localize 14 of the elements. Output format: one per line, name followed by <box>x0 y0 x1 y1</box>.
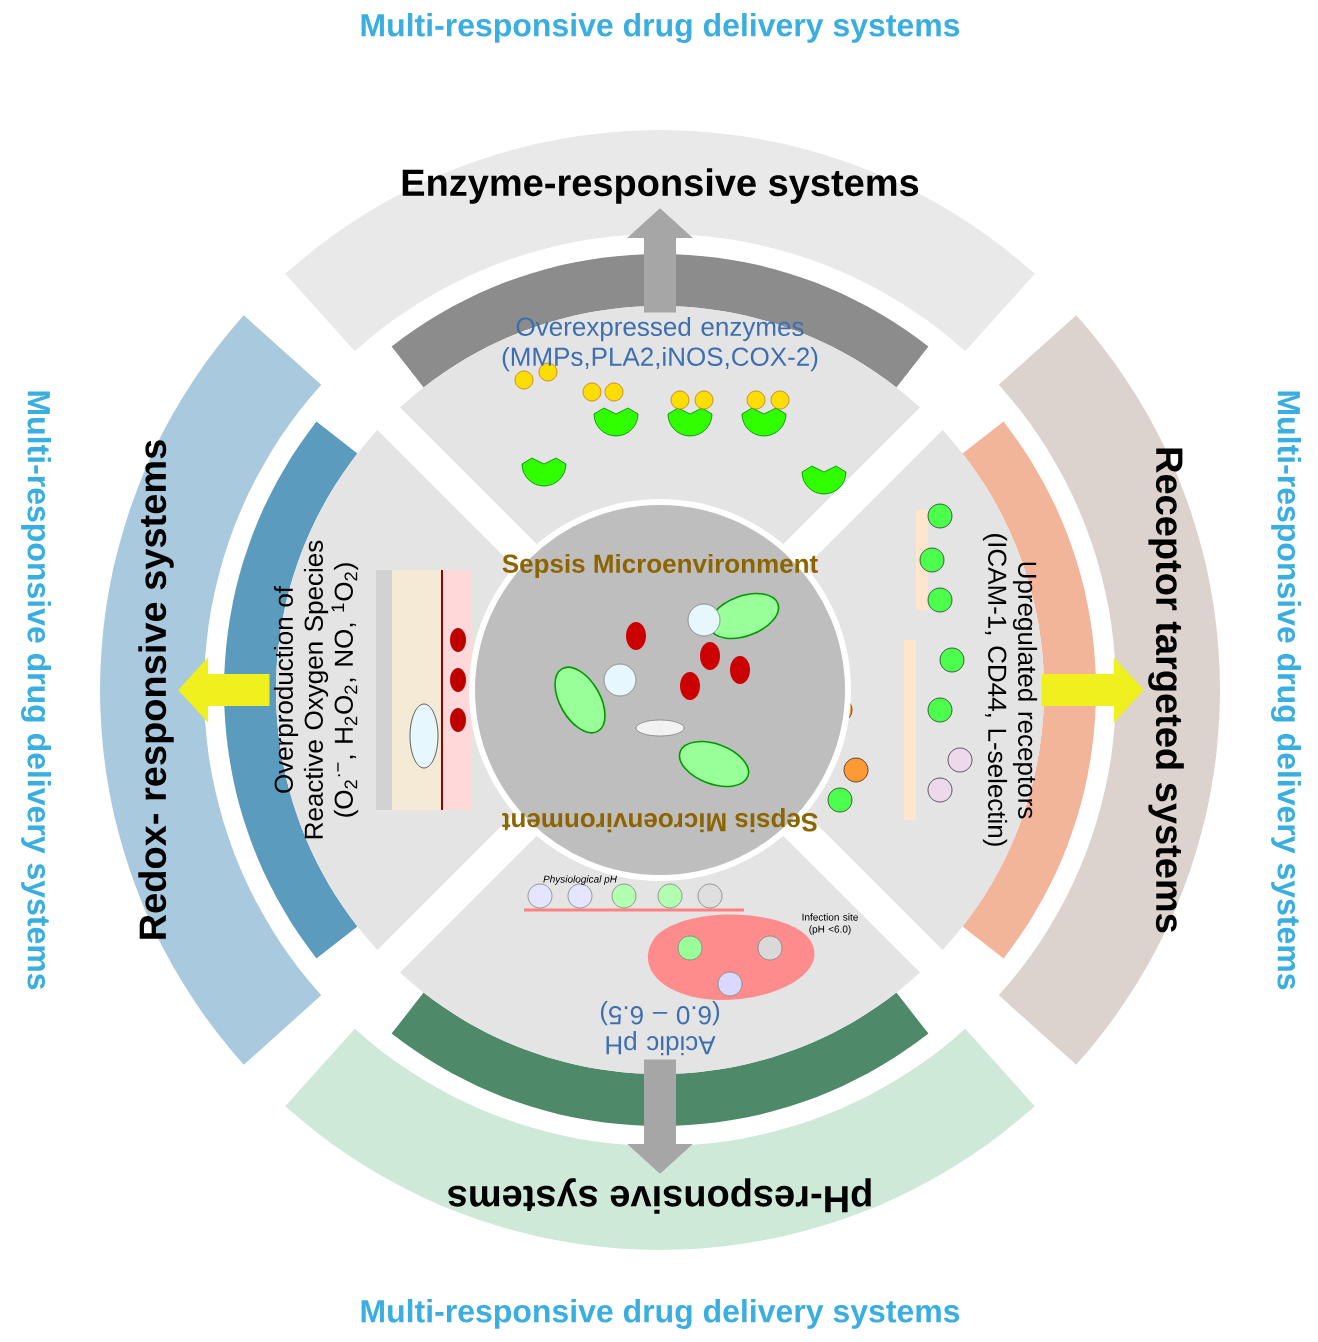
system-label: Receptor targeted systems <box>1148 448 1184 933</box>
side-title: Multi-responsive drug delivery systems <box>361 13 960 43</box>
system-label: Enzyme-responsive systems <box>402 168 919 204</box>
side-title: Multi-responsive drug delivery systems <box>1271 391 1301 990</box>
system-label: pH-responsive systems <box>448 1178 871 1214</box>
stimulus-label: Overexpressed enzymes (MMPs,PLA2,iNOS,COX-2) <box>502 316 818 372</box>
circle-title: Sepsis Microenvironment <box>502 807 818 833</box>
stimulus-label: Acidic pH (6.0 – 6.5) <box>600 1000 720 1056</box>
center-circle <box>469 499 851 881</box>
stimulus-label: Upregulated receptors (ICAM-1, CD44, L-selectin) <box>982 534 1038 846</box>
system-label: Redox- responsive systems <box>138 440 174 939</box>
circle-title: Sepsis Microenvironment <box>502 553 818 579</box>
side-title: Multi-responsive drug delivery systems <box>361 1299 960 1329</box>
side-title: Multi-responsive drug delivery systems <box>21 391 51 990</box>
